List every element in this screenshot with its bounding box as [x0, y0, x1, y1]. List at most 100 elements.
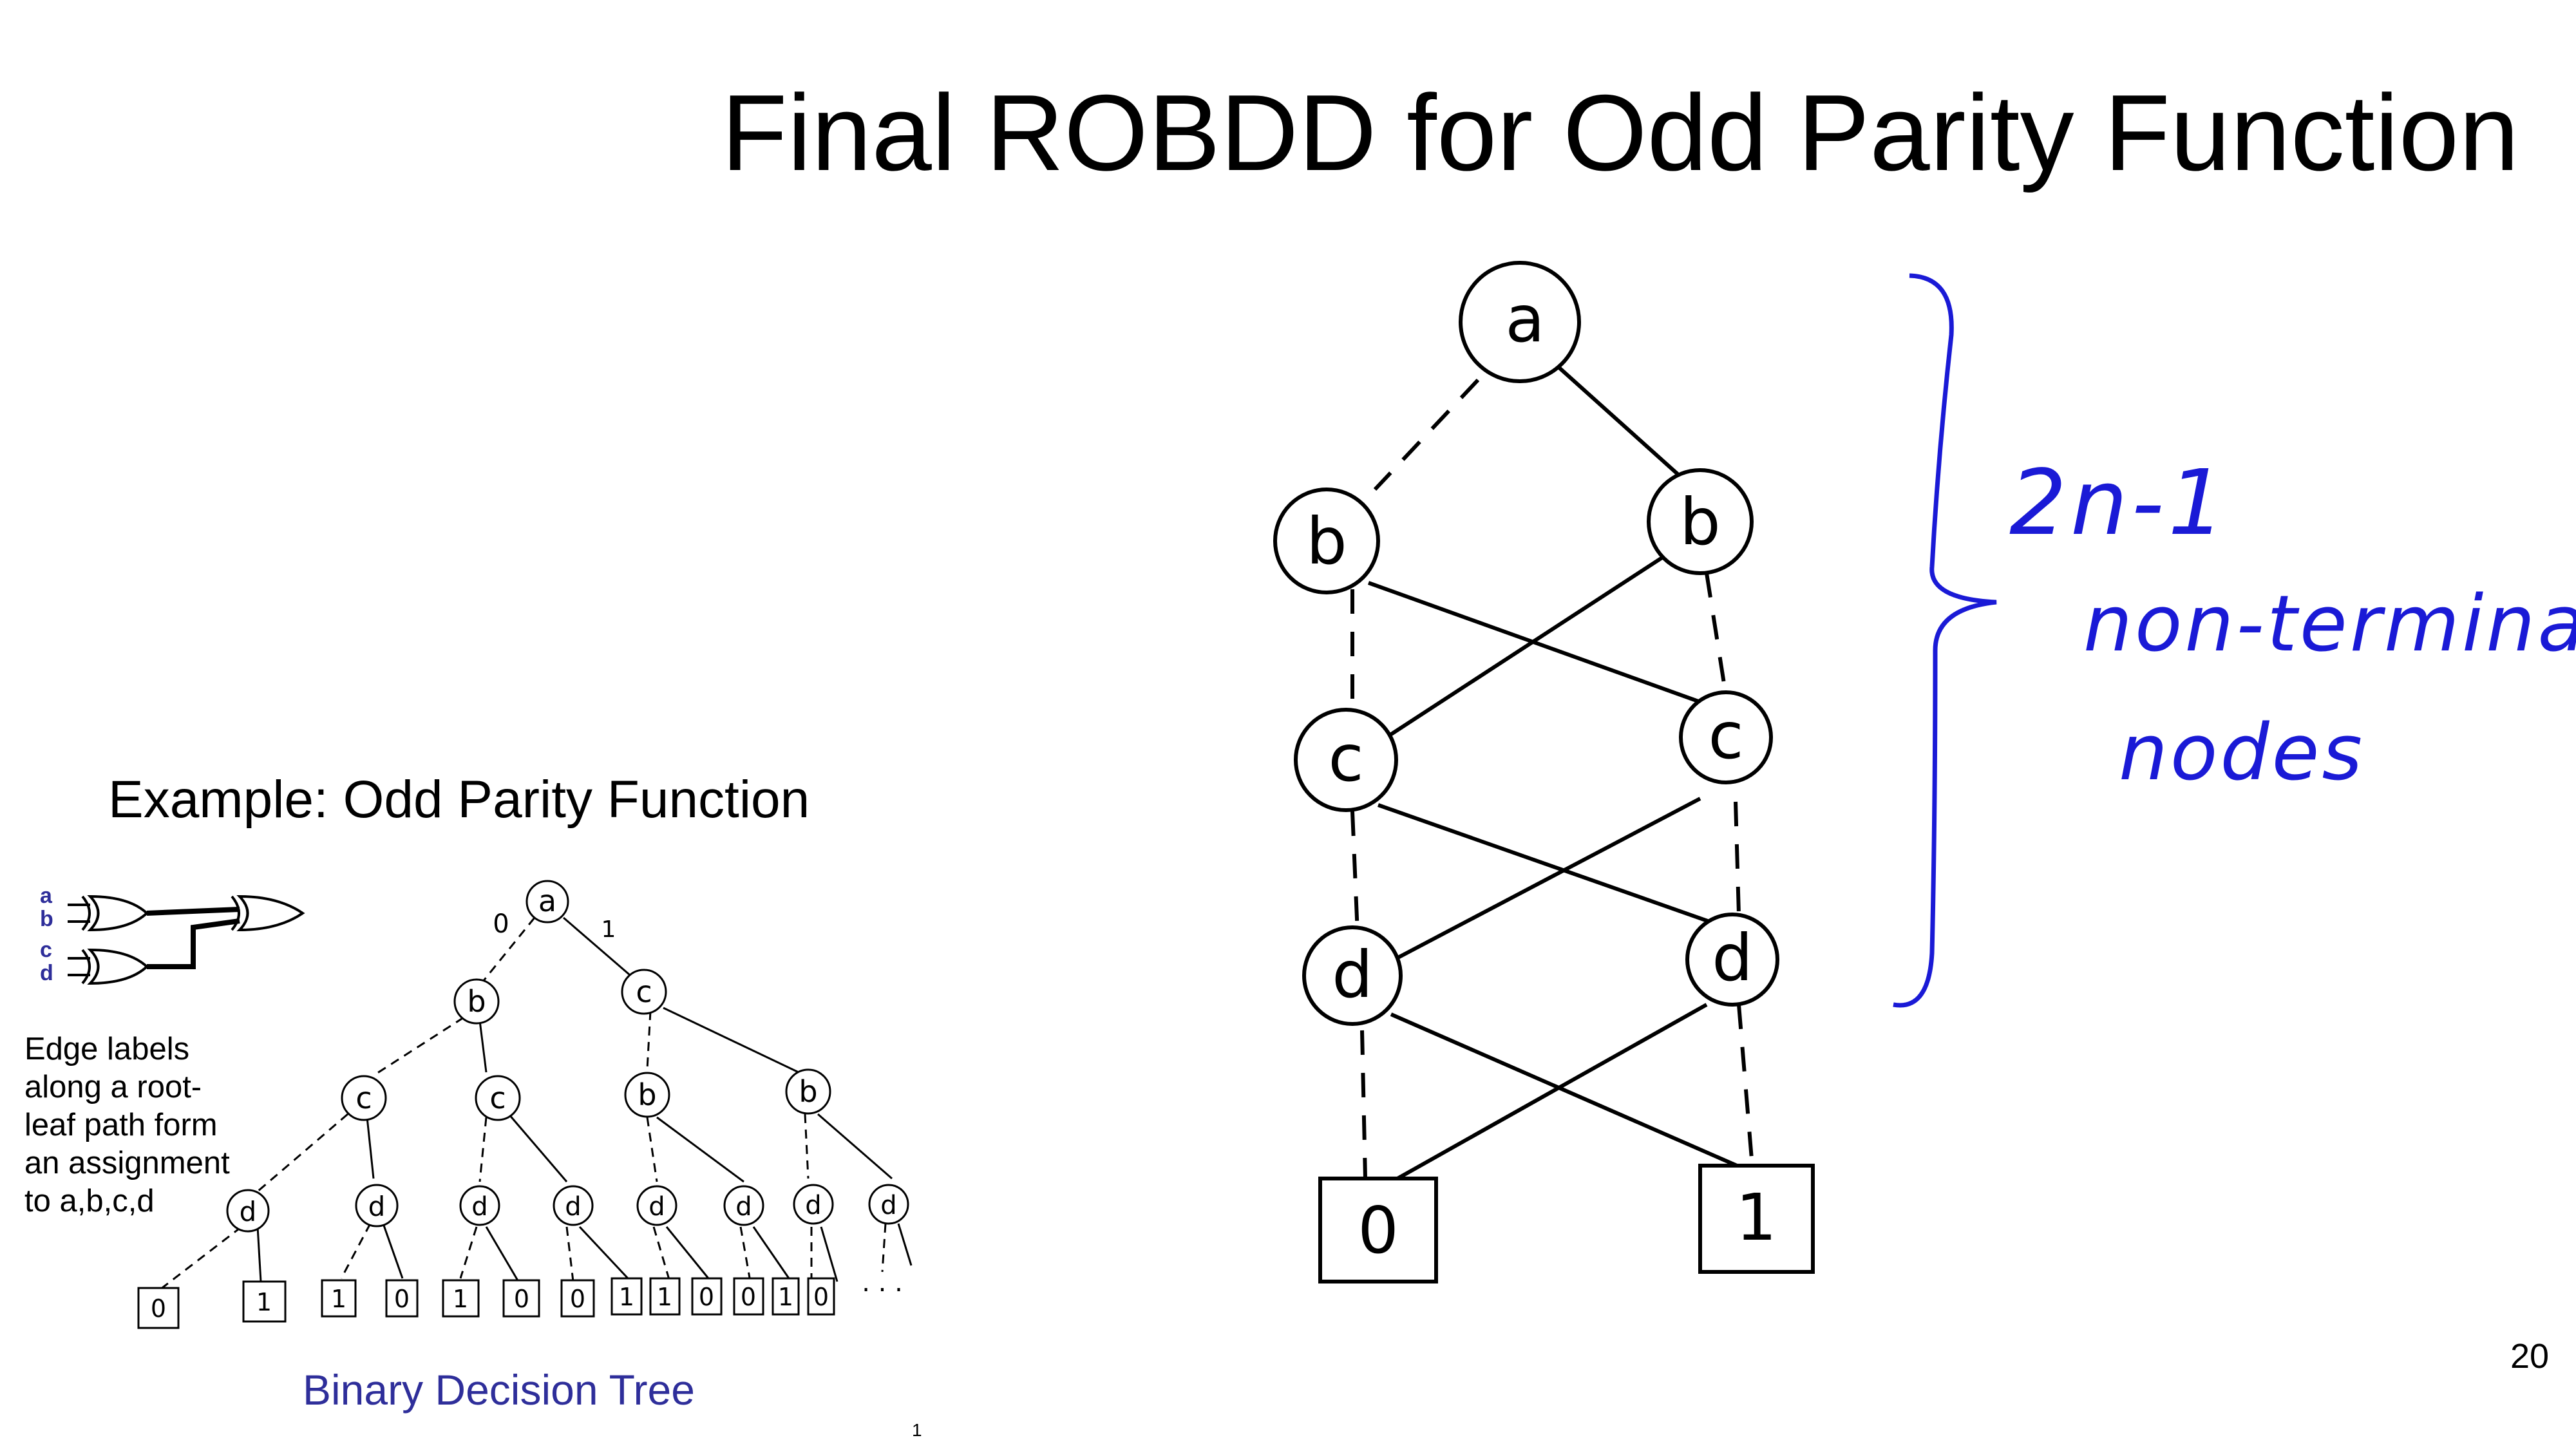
xor-gate-2	[81, 949, 91, 985]
annotation-nonterminal: non-terminal	[2083, 580, 2576, 669]
page-number: 20	[2510, 1337, 2550, 1376]
robdd-terminal-1	[1698, 1164, 1815, 1274]
example-title: Example: Odd Parity Function	[108, 770, 810, 829]
robdd-node-c-right	[1679, 690, 1773, 784]
tree-node-label: d	[368, 1191, 386, 1222]
tree-edge	[366, 1117, 375, 1179]
input-label-d: d	[40, 961, 53, 985]
tree-leaf: 0	[813, 1283, 829, 1311]
tree-leaf: 0	[151, 1294, 166, 1323]
tree-node-label: d	[805, 1191, 821, 1220]
annotation-count: 2n-1	[2009, 451, 2230, 556]
edge-label-note: Edge labels along a root- leaf path form…	[24, 1030, 230, 1220]
tree-node-label: a	[538, 884, 556, 918]
tree-ellipsis: . . .	[862, 1268, 903, 1298]
edge-note-line: an assignment	[24, 1146, 230, 1180]
tree-node-label: b	[638, 1077, 656, 1112]
tree-edge-dashed	[804, 1113, 810, 1179]
robdd-node-label: a	[1505, 281, 1544, 357]
edge-note-line: along a root-	[24, 1070, 202, 1104]
tree-node-label: d	[471, 1192, 488, 1222]
tree-node-a	[526, 880, 569, 923]
tree-node-label: d	[565, 1192, 581, 1222]
edge-note-line: to a,b,c,d	[24, 1184, 155, 1218]
robdd-edge-dashed	[1360, 1030, 1367, 1179]
edge-label-0: 0	[493, 909, 509, 939]
tree-node-label: d	[735, 1192, 752, 1222]
robdd-terminal-0	[1318, 1177, 1438, 1283]
footnote-number: 1	[912, 1420, 922, 1440]
robdd-node-label: d	[1332, 937, 1372, 1012]
robdd-edge	[1380, 552, 1669, 743]
annotation-nodes: nodes	[2119, 708, 2365, 798]
robdd-edge-dashed	[1734, 801, 1741, 915]
tree-node-d	[636, 1185, 677, 1226]
tree-edge-dashed	[646, 1117, 658, 1182]
robdd-node-label: c	[1709, 698, 1744, 773]
robdd-node-label: b	[1680, 484, 1720, 560]
input-label-c: c	[40, 938, 52, 962]
tree-leaf: 0	[570, 1285, 585, 1313]
slide-title: Final ROBDD for Odd Parity Function	[721, 72, 2519, 193]
robdd-node-b-left	[1273, 488, 1380, 594]
tree-node-d	[355, 1184, 399, 1227]
tree-leaf: 1	[619, 1283, 634, 1311]
robdd-node-c-left	[1294, 708, 1398, 812]
tree-edge	[563, 916, 635, 980]
robdd-edge	[1393, 797, 1701, 961]
robdd-node-label: d	[1712, 920, 1752, 996]
tree-node-c	[341, 1075, 387, 1121]
tree-edge	[817, 1113, 893, 1180]
xor-gate-1	[81, 895, 91, 931]
edge-note-line: Edge labels	[24, 1032, 190, 1066]
tree-leaf: 0	[514, 1285, 529, 1313]
edge-label-1: 1	[601, 916, 616, 943]
annotation-brace	[1893, 273, 1997, 1008]
robdd-edge-dashed	[1737, 1004, 1754, 1160]
robdd-node-d-left	[1302, 925, 1403, 1026]
tree-node-d	[868, 1184, 909, 1225]
robdd-node-label: b	[1306, 504, 1347, 579]
tree-edge-dashed	[646, 1010, 652, 1070]
tree-edge-dashed	[257, 1113, 348, 1193]
robdd-edge-dashed	[1705, 573, 1728, 696]
xor-gate-3	[231, 895, 240, 931]
tree-node-b	[453, 978, 500, 1025]
robdd-node-label: c	[1329, 721, 1364, 796]
tree-leaf: 1	[778, 1283, 793, 1311]
tree-edge-dashed	[478, 1117, 488, 1182]
robdd-node-b-right	[1647, 468, 1754, 575]
tree-node-label: c	[636, 974, 652, 1009]
tree-caption: Binary Decision Tree	[303, 1366, 695, 1414]
tree-node-label: d	[649, 1192, 665, 1222]
tree-node-label: d	[880, 1191, 896, 1220]
tree-leaf: 1	[657, 1283, 672, 1311]
robdd-edge	[1378, 803, 1727, 929]
tree-edge	[478, 1020, 488, 1073]
tree-edge	[507, 1113, 568, 1182]
tree-node-d	[793, 1184, 834, 1225]
tree-node-d	[226, 1189, 270, 1233]
tree-node-c	[475, 1075, 521, 1121]
tree-node-label: c	[489, 1081, 506, 1115]
robdd-terminal-label: 1	[1736, 1180, 1777, 1255]
tree-leaf: 1	[256, 1288, 272, 1316]
robdd-terminal-label: 0	[1358, 1193, 1399, 1268]
robdd-node-a	[1459, 261, 1581, 383]
tree-node-d	[553, 1185, 594, 1226]
robdd-edge	[1557, 365, 1686, 482]
robdd-edge-dashed	[1350, 811, 1359, 934]
tree-leaf: 1	[331, 1285, 346, 1313]
input-label-b: b	[40, 907, 53, 931]
tree-leaf: 0	[699, 1283, 714, 1311]
tree-node-label: b	[467, 984, 486, 1019]
tree-node-label: c	[355, 1081, 372, 1115]
tree-edge	[663, 1007, 799, 1074]
tree-edge	[656, 1116, 744, 1183]
edge-note-line: leaf path form	[24, 1108, 218, 1142]
robdd-edge	[1390, 1012, 1753, 1174]
tree-edge-dashed	[373, 1016, 464, 1077]
tree-leaf: 0	[741, 1283, 756, 1311]
tree-node-b	[624, 1072, 670, 1118]
